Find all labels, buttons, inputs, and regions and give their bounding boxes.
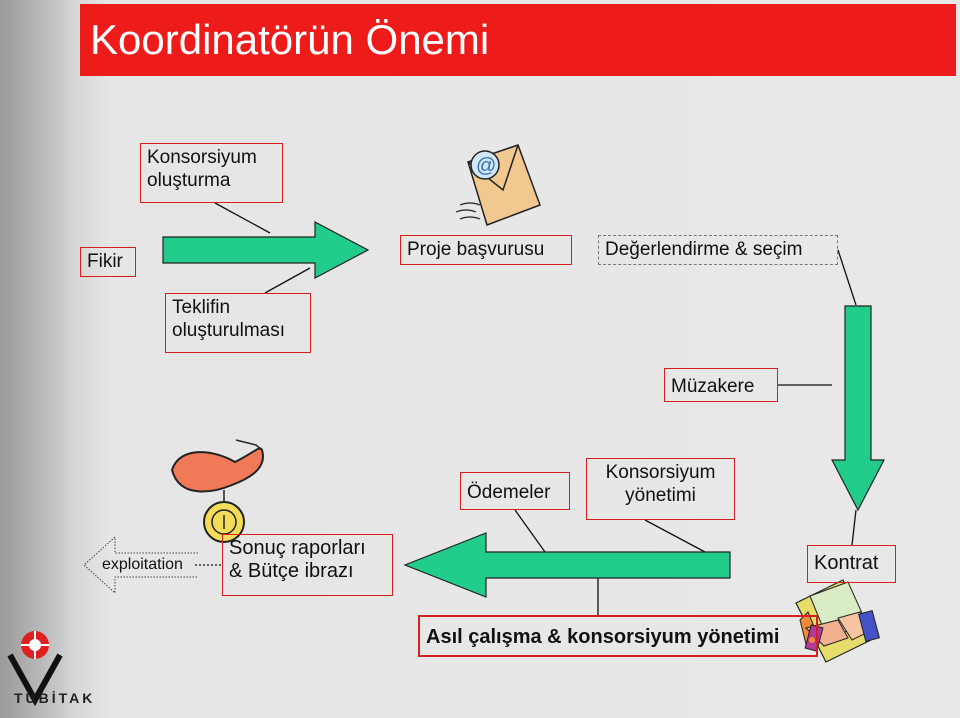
node-odemeler: Ödemeler <box>460 472 570 510</box>
node-proje-basvurusu: Proje başvurusu <box>400 235 572 265</box>
node-fikir: Fikir <box>80 247 136 277</box>
connector-degerlendirme-to-down <box>837 249 857 306</box>
handshake-contract-icon <box>795 579 880 663</box>
connector-yonetimi-to-arrow <box>644 519 706 553</box>
node-degerlendirme-secim: Değerlendirme & seçim <box>598 235 838 265</box>
node-muzakere: Müzakere <box>664 368 778 402</box>
title-bar: Koordinatörün Önemi <box>80 4 956 76</box>
node-kontrat: Kontrat <box>807 545 896 583</box>
money-bag-icon <box>170 439 264 543</box>
svg-text:@: @ <box>476 155 496 177</box>
arrow-left <box>403 532 731 598</box>
arrow-exploitation <box>83 535 198 595</box>
node-asil-calisma: Asıl çalışma & konsorsiyum yönetimi <box>418 615 818 657</box>
node-exploitation: exploitation <box>102 556 183 573</box>
tubitak-logo-text: TÜBİTAK <box>14 690 96 706</box>
node-sonuc-raporlari: Sonuç raporları & Bütçe ibrazı <box>222 534 393 596</box>
connector-down-to-kontrat <box>851 509 857 546</box>
tubitak-logo-icon <box>7 631 63 707</box>
connector-konsorsiyum-to-arrow <box>214 202 271 234</box>
slide-title: Koordinatörün Önemi <box>90 16 490 63</box>
connector-odemeler-to-arrow <box>514 509 546 553</box>
node-konsorsiyum-olusturma: Konsorsiyum oluşturma <box>140 143 283 203</box>
connector-teklifin-to-arrow <box>264 267 311 294</box>
arrow-down <box>831 305 885 512</box>
arrow-right <box>162 221 370 279</box>
node-teklifin-olusturulmasi: Teklifin oluşturulması <box>165 293 311 353</box>
email-envelope-icon: @ <box>455 144 541 226</box>
node-konsorsiyum-yonetimi: Konsorsiyum yönetimi <box>586 458 735 520</box>
